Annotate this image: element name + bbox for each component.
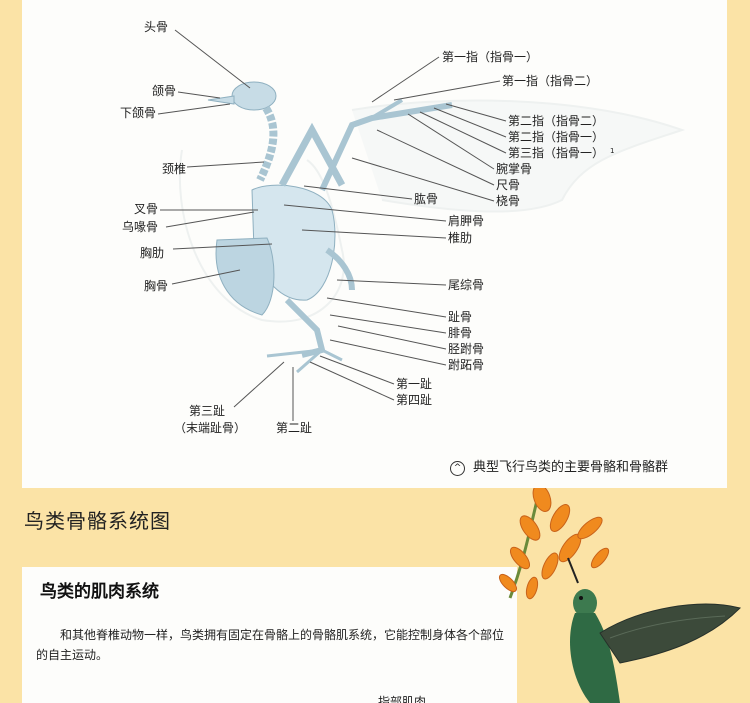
label-pygostyle: 尾综骨 <box>448 278 485 292</box>
label-third-toe: 第三趾 <box>189 404 226 418</box>
label-ulna: 尺骨 <box>496 178 521 192</box>
label-fibula: 腓骨 <box>448 326 473 340</box>
muscle-system-card: 鸟类的肌肉系统 和其他脊椎动物一样，鸟类拥有固定在骨骼上的骨骼肌系统，它能控制身… <box>22 567 517 703</box>
label-vertebral-ribs: 椎肋 <box>448 231 473 245</box>
label-radius: 桡骨 <box>496 194 521 208</box>
diagram-caption: ^ 典型飞行鸟类的主要骨骼和骨骼群 <box>450 456 668 476</box>
label-fourth-toe: 第四趾 <box>396 393 433 407</box>
cut-off-label: 指部肌肉 <box>378 695 427 703</box>
label-scapula: 肩胛骨 <box>448 214 485 228</box>
label-furcula: 叉骨 <box>134 202 159 216</box>
label-mandible: 下颌骨 <box>120 106 157 120</box>
label-digit2-phalanx2: 第二指（指骨二） <box>508 114 605 128</box>
label-digit2-phalanx1: 第二指（指骨一） <box>508 130 605 144</box>
card-paragraph: 和其他脊椎动物一样，鸟类拥有固定在骨骼上的骨骼肌系统，它能控制身体各个部位的自主… <box>36 628 505 662</box>
label-second-toe: 第二趾 <box>276 421 313 435</box>
label-tarsometatarsus: 跗跖骨 <box>448 358 485 372</box>
caret-up-icon: ^ <box>450 461 465 476</box>
label-cervical-vertebrae: 颈椎 <box>162 162 187 176</box>
label-coracoid: 乌喙骨 <box>122 220 159 234</box>
label-humerus: 肱骨 <box>414 192 439 206</box>
label-sternal-ribs: 胸肋 <box>140 246 165 260</box>
bird-skeleton-illustration <box>157 29 686 421</box>
label-jaw: 颌骨 <box>152 84 177 98</box>
label-first-toe: 第一趾 <box>396 377 433 391</box>
caption-text: 典型飞行鸟类的主要骨骼和骨骼群 <box>473 460 669 475</box>
label-digit1-phalanx2: 第一指（指骨二） <box>502 74 599 88</box>
footnote-mark: 1 <box>610 147 615 155</box>
label-terminal-phalanx: （末端趾骨） <box>174 421 247 435</box>
label-digit3-phalanx1: 第三指（指骨一） <box>508 146 605 160</box>
label-skull: 头骨 <box>144 20 169 34</box>
card-title: 鸟类的肌肉系统 <box>40 582 159 602</box>
section-title: 鸟类骨骼系统图 <box>24 509 171 533</box>
label-tibiotarsus: 胫跗骨 <box>448 342 485 356</box>
label-carpometacarpus: 腕掌骨 <box>496 162 533 176</box>
label-phalanges: 趾骨 <box>448 310 473 324</box>
label-digit1-phalanx1: 第一指（指骨一） <box>442 50 539 64</box>
label-sternum: 胸骨 <box>144 279 169 293</box>
skeleton-diagram-panel: 头骨 颌骨 下颌骨 颈椎 叉骨 乌喙骨 胸肋 胸骨 第一指（指骨一） 第一指（指… <box>22 0 727 488</box>
hummingbird-flower-illustration <box>498 488 741 703</box>
